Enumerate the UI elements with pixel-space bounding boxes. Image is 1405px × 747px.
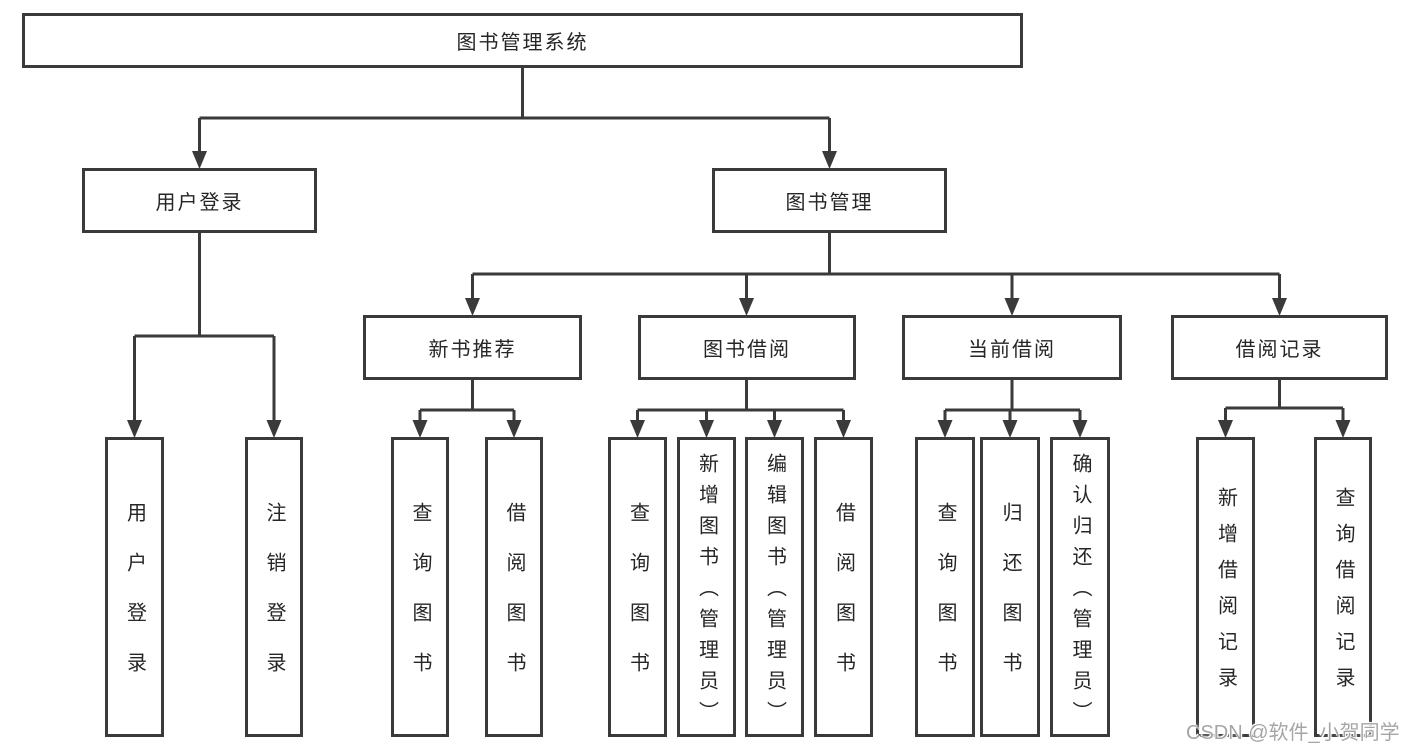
node-book-management: 图书管理 bbox=[712, 168, 947, 233]
leaf-logout: 注销登录 bbox=[245, 437, 303, 737]
watermark: CSDN @软件_小贺同学 bbox=[1186, 722, 1400, 744]
leaf-query-book-borrow: 查询图书 bbox=[608, 437, 667, 737]
arrowhead bbox=[127, 420, 142, 438]
arrowhead bbox=[699, 420, 714, 438]
leaf-label: 借阅图书 bbox=[503, 502, 525, 702]
node-label: 当前借阅 bbox=[968, 339, 1056, 361]
leaf-label: 查询借阅记录 bbox=[1332, 487, 1354, 703]
leaf-query-book-recommend: 查询图书 bbox=[391, 437, 449, 737]
node-current-borrow: 当前借阅 bbox=[902, 315, 1122, 380]
node-root-system: 图书管理系统 bbox=[22, 13, 1023, 68]
leaf-label: 借阅图书 bbox=[832, 502, 855, 702]
leaf-label: 确认归还（管理员） bbox=[1069, 453, 1091, 732]
leaf-label: 归还图书 bbox=[999, 502, 1021, 702]
leaf-label: 新增借阅记录 bbox=[1214, 487, 1237, 703]
leaf-label: 编辑图书（管理员） bbox=[763, 453, 786, 732]
node-new-book-recommend: 新书推荐 bbox=[363, 315, 582, 380]
arrowhead bbox=[1335, 420, 1351, 438]
leaf-label: 查询图书 bbox=[626, 502, 649, 702]
node-label: 图书管理 bbox=[785, 192, 874, 214]
node-label: 图书管理系统 bbox=[456, 32, 589, 54]
leaf-user-login: 用户登录 bbox=[105, 437, 164, 737]
leaf-add-borrow-record: 新增借阅记录 bbox=[1196, 437, 1255, 737]
arrowhead bbox=[192, 151, 207, 169]
node-borrow-record: 借阅记录 bbox=[1171, 315, 1388, 380]
leaf-query-borrow-record: 查询借阅记录 bbox=[1314, 437, 1372, 737]
arrowhead bbox=[836, 420, 851, 438]
arrowhead bbox=[822, 151, 837, 169]
leaf-borrow-book: 借阅图书 bbox=[814, 437, 873, 737]
node-label: 借阅记录 bbox=[1235, 339, 1324, 361]
node-book-borrow: 图书借阅 bbox=[638, 315, 856, 380]
leaf-label: 查询图书 bbox=[934, 502, 956, 702]
arrowhead bbox=[630, 420, 645, 438]
leaf-return-book: 归还图书 bbox=[980, 437, 1040, 737]
leaf-borrow-book-recommend: 借阅图书 bbox=[485, 437, 543, 737]
node-user-login-branch: 用户登录 bbox=[82, 168, 317, 233]
node-label: 用户登录 bbox=[155, 192, 244, 214]
arrowhead bbox=[1004, 298, 1020, 316]
arrowhead bbox=[506, 420, 522, 438]
leaf-label: 用户登录 bbox=[123, 502, 146, 702]
leaf-label: 注销登录 bbox=[263, 502, 285, 702]
arrowhead bbox=[1002, 420, 1018, 438]
arrowhead bbox=[937, 420, 953, 438]
leaf-label: 查询图书 bbox=[409, 502, 431, 702]
node-label: 新书推荐 bbox=[428, 339, 517, 361]
arrowhead bbox=[1272, 298, 1287, 316]
arrowhead bbox=[465, 298, 480, 316]
arrowhead bbox=[739, 298, 754, 316]
arrowhead bbox=[1072, 420, 1088, 438]
arrowhead bbox=[266, 420, 282, 438]
leaf-add-book-admin: 新增图书（管理员） bbox=[677, 437, 736, 737]
arrowhead bbox=[412, 420, 428, 438]
leaf-label: 新增图书（管理员） bbox=[695, 453, 718, 732]
leaf-confirm-return-admin: 确认归还（管理员） bbox=[1050, 437, 1110, 737]
arrowhead bbox=[1218, 420, 1233, 438]
arrowhead bbox=[767, 420, 782, 438]
node-label: 图书借阅 bbox=[703, 339, 791, 361]
leaf-edit-book-admin: 编辑图书（管理员） bbox=[745, 437, 804, 737]
leaf-query-book-current: 查询图书 bbox=[915, 437, 975, 737]
